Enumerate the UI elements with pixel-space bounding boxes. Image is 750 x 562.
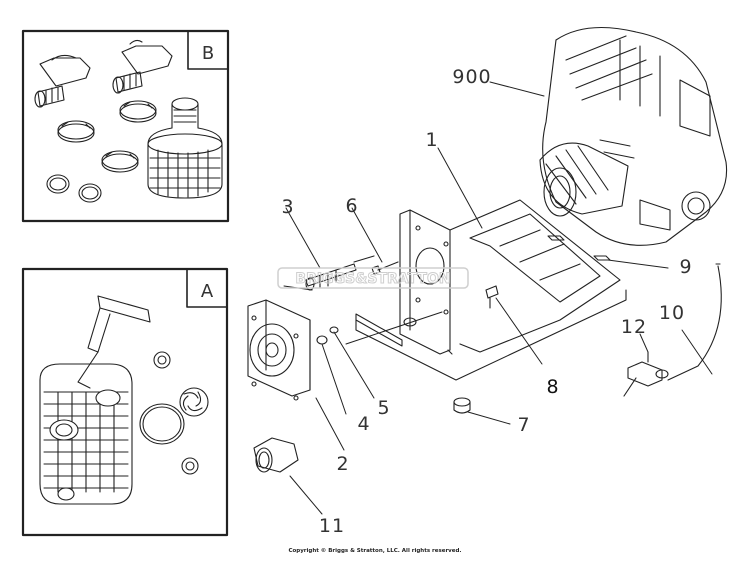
inset-box-b [21, 29, 230, 223]
hose-barb-fitting-left-icon [34, 54, 91, 108]
inset-box-a-label: A [201, 281, 214, 302]
mount-screw-icon [485, 285, 499, 309]
strainer-icon [147, 97, 223, 199]
pump-housing-icon [39, 295, 151, 505]
callout-900: 900 [452, 66, 491, 88]
callout-9: 9 [679, 256, 692, 278]
washer-icon [329, 326, 339, 334]
inset-box-a [21, 267, 229, 537]
callout-1: 1 [425, 129, 438, 151]
hose-barb-fitting-right-icon [112, 39, 173, 94]
hose-clamp-2-icon [119, 100, 157, 123]
hose-clamp-1-icon [57, 120, 95, 143]
callout-11: 11 [319, 515, 345, 537]
callout-5: 5 [377, 397, 390, 419]
leader-lines [283, 81, 713, 515]
seal-1-icon [153, 351, 171, 369]
callout-12: 12 [621, 316, 647, 338]
rubber-pad-2-icon [593, 255, 611, 261]
engine-icon [539, 26, 728, 246]
callout-10: 10 [659, 302, 685, 324]
copyright-notice: Copyright © Briggs & Stratton, LLC. All … [288, 548, 462, 554]
hose-clamp-3-icon [101, 150, 139, 173]
o-ring-1-icon [46, 174, 70, 194]
o-ring-2-icon [78, 183, 102, 203]
pump-front-housing-icon [247, 299, 311, 401]
base-plate-icon [355, 199, 627, 381]
svg-text:BRIGGS&STRATTON: BRIGGS&STRATTON [295, 271, 450, 287]
seal-2-icon [181, 457, 199, 475]
throttle-cable-icon [667, 263, 722, 381]
callout-2: 2 [336, 453, 349, 475]
callout-7: 7 [517, 414, 530, 436]
rubber-pad-1-icon [547, 235, 565, 241]
throttle-lever-icon [623, 351, 669, 397]
callout-4: 4 [357, 413, 370, 435]
o-ring-large-icon [139, 403, 185, 445]
callout-8: 8 [546, 376, 559, 398]
nut-icon [316, 335, 328, 345]
impeller-icon [179, 387, 209, 417]
callout-6: 6 [345, 195, 358, 217]
inset-box-b-label: B [202, 43, 214, 64]
rubber-foot-icon [453, 397, 471, 414]
watermark: BRIGGS&STRATTON [277, 267, 469, 289]
outlet-fitting-icon [253, 437, 299, 473]
callout-3: 3 [281, 196, 294, 218]
